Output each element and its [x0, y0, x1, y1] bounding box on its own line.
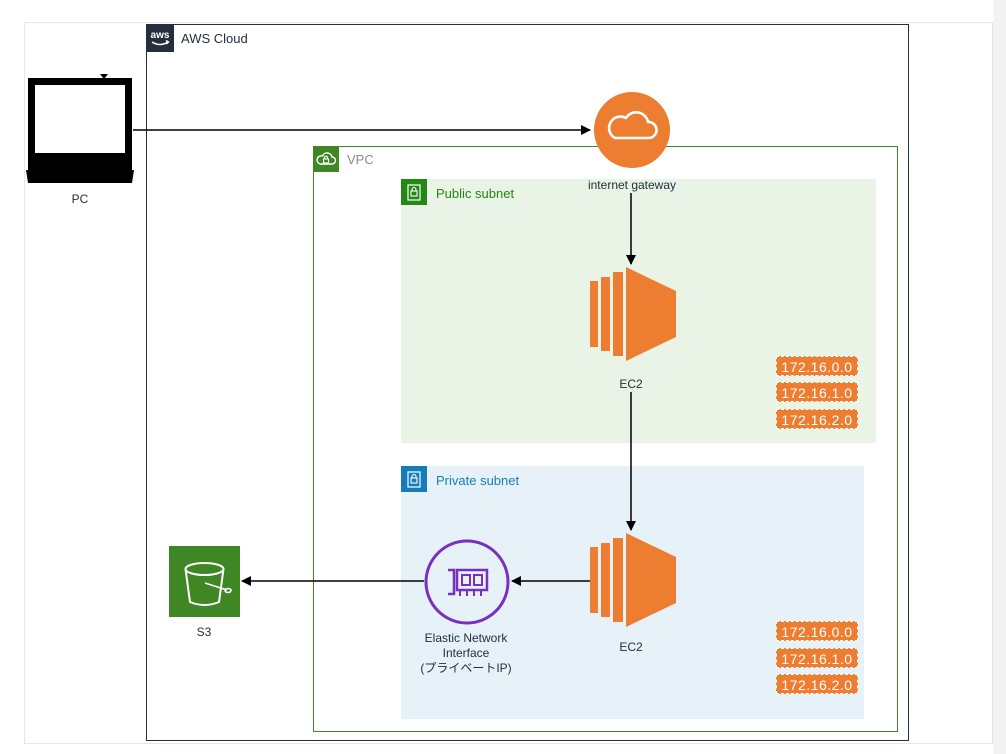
s3-label: S3	[196, 625, 212, 639]
internet-gateway-label: internet gateway	[587, 178, 677, 192]
ec2-private-label: EC2	[619, 640, 643, 654]
vpc-title: VPC	[347, 152, 374, 167]
s3-node[interactable]	[169, 546, 240, 617]
private-ip-tag: 172.16.2.0	[776, 674, 858, 694]
ec2-public-instance[interactable]	[590, 267, 676, 361]
pc-node[interactable]	[24, 70, 136, 188]
subnet-lock-icon	[401, 466, 427, 492]
ec2-instance-icon	[590, 267, 676, 361]
public-ip-tag: 172.16.1.0	[776, 382, 858, 402]
private-subnet-title: Private subnet	[436, 473, 520, 488]
cloud-icon	[607, 111, 658, 140]
eni-label: Elastic Network Interface (プライベートIP)	[396, 631, 536, 676]
pc-label: PC	[71, 192, 89, 206]
eni-node[interactable]	[424, 539, 510, 625]
network-interface-card-icon	[424, 539, 510, 625]
aws-cloud-group[interactable]	[146, 24, 909, 741]
private-ip-tag: 172.16.1.0	[776, 648, 858, 668]
page-scroll-strip	[993, 0, 1006, 754]
public-ip-tag: 172.16.2.0	[776, 409, 858, 429]
ec2-private-instance[interactable]	[590, 533, 676, 627]
internet-gateway-node[interactable]	[593, 91, 671, 169]
subnet-lock-icon	[401, 179, 427, 205]
public-subnet-title: Public subnet	[436, 186, 515, 201]
eni-label-line: Interface	[442, 646, 490, 660]
ec2-instance-icon	[590, 533, 676, 627]
aws-cloud-title: AWS Cloud	[181, 31, 248, 46]
desktop-computer-icon	[26, 74, 134, 183]
eni-label-line: Elastic Network	[424, 631, 508, 645]
ec2-public-label: EC2	[619, 377, 643, 391]
eni-label-line: (プライベートIP)	[420, 661, 512, 675]
bucket-icon	[184, 562, 232, 606]
cloud-lock-icon	[313, 146, 339, 172]
public-ip-tag: 172.16.0.0	[776, 356, 858, 376]
private-ip-tag: 172.16.0.0	[776, 621, 858, 641]
aws-logo-icon: aws	[146, 24, 174, 52]
svg-text:aws: aws	[151, 30, 170, 41]
